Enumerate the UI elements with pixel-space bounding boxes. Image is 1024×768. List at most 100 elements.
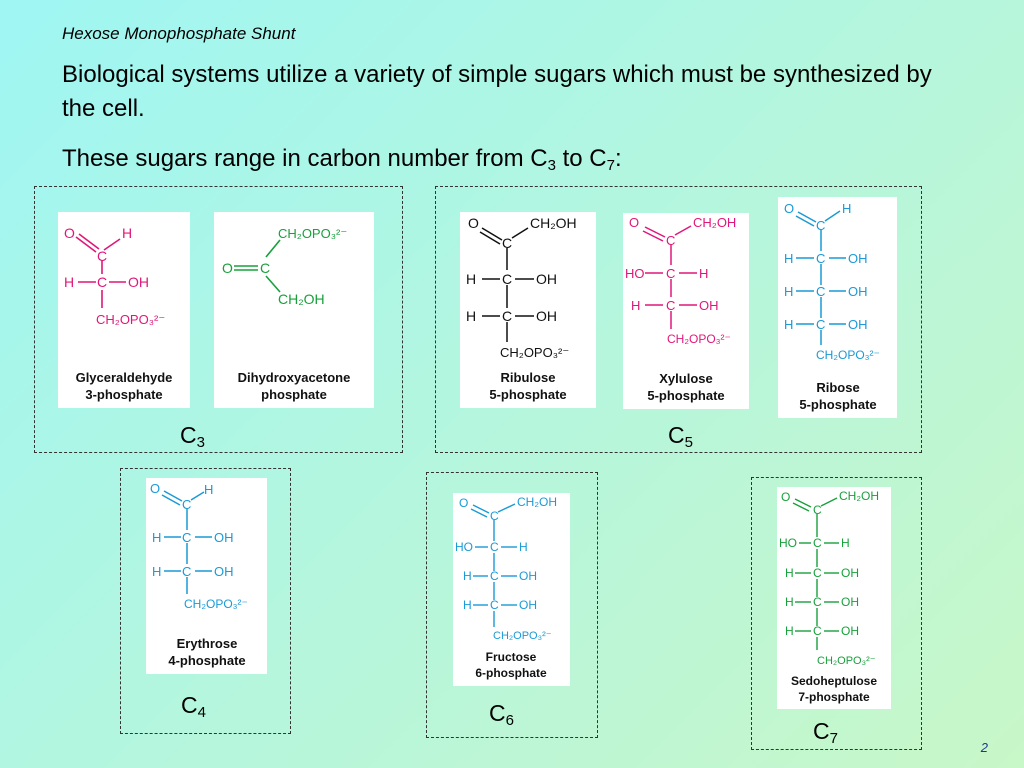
molecule-name: Ribose bbox=[816, 380, 859, 395]
carbonyl-o: O bbox=[784, 201, 794, 216]
phosphate-group: CH₂OPO₃²⁻ bbox=[500, 345, 569, 360]
c5-oh: OH bbox=[519, 598, 537, 612]
c3-oh: OH bbox=[848, 284, 868, 299]
c6-group bbox=[426, 472, 598, 738]
top-phosphate: CH₂OPO₃²⁻ bbox=[278, 226, 347, 241]
intro-paragraph: Biological systems utilize a variety of … bbox=[62, 61, 932, 122]
c3: C bbox=[816, 284, 825, 299]
c4-group bbox=[120, 468, 291, 734]
c3: C bbox=[502, 271, 512, 287]
top-ch2oh: CH₂OH bbox=[693, 215, 736, 230]
c3-ho: HO bbox=[625, 266, 645, 281]
xylulose-structure: O CH₂OH C HO C H H C OH CH₂OPO₃²⁻ Xylulo… bbox=[625, 215, 736, 403]
erythrose-4-phosphate-card: O H C H C OH H C OH CH₂OPO₃²⁻ Erythrose … bbox=[146, 478, 267, 674]
c5-h: H bbox=[785, 595, 794, 609]
c1: C bbox=[816, 218, 825, 233]
molecule-name: Ribulose bbox=[501, 370, 556, 385]
c3-ho: HO bbox=[455, 540, 473, 554]
c3-h: H bbox=[841, 536, 850, 550]
molecule-name-2: 5-phosphate bbox=[647, 388, 724, 403]
c3-h: H bbox=[784, 284, 793, 299]
xylulose-5-phosphate-card: O CH₂OH C HO C H H C OH CH₂OPO₃²⁻ Xylulo… bbox=[623, 213, 749, 409]
c2-oh: OH bbox=[214, 530, 234, 545]
c3: C bbox=[182, 564, 191, 579]
c4: C bbox=[666, 298, 675, 313]
c6: C bbox=[813, 624, 822, 638]
molecule-name-2: 3-phosphate bbox=[85, 387, 162, 402]
c2-h: H bbox=[784, 251, 793, 266]
ribulose-structure: O CH₂OH C H C OH H C OH CH₂OPO₃²⁻ Ribulo… bbox=[466, 215, 577, 402]
c5-group bbox=[435, 186, 922, 453]
bottom-ch2oh: CH₂OH bbox=[278, 291, 325, 307]
carbonyl-o: O bbox=[468, 215, 479, 231]
phosphate-group: CH₂OPO₃²⁻ bbox=[493, 630, 552, 642]
c2: C bbox=[97, 274, 107, 290]
molecule-name-2: 4-phosphate bbox=[168, 653, 245, 668]
range-middle: to C bbox=[555, 145, 607, 172]
aldehyde-h: H bbox=[122, 225, 132, 241]
c3-h: H bbox=[466, 271, 476, 287]
c7-label: C7 bbox=[813, 718, 838, 747]
range-prefix: These sugars range in carbon number from… bbox=[62, 145, 548, 172]
c2: C bbox=[490, 509, 499, 523]
top-ch2oh: CH₂OH bbox=[517, 495, 557, 509]
molecule-name: Glyceraldehyde bbox=[76, 370, 173, 385]
c4-oh: OH bbox=[519, 569, 537, 583]
range-sub-min: 3 bbox=[547, 157, 556, 174]
fructose-structure: O CH₂OH C HO C H H C OH H C OH CH₂OPO₃²⁻… bbox=[455, 495, 557, 680]
c7-group bbox=[751, 477, 922, 750]
c4: C bbox=[490, 569, 499, 583]
c2-h: H bbox=[64, 274, 74, 290]
c2-h: H bbox=[152, 530, 161, 545]
c6-oh: OH bbox=[841, 624, 859, 638]
carbonyl-o: O bbox=[222, 260, 233, 276]
phosphate-group: CH₂OPO₃²⁻ bbox=[817, 655, 876, 667]
molecule-name: Fructose bbox=[486, 650, 537, 664]
c4-oh: OH bbox=[848, 317, 868, 332]
aldehyde-h: H bbox=[842, 201, 851, 216]
sedoheptulose-structure: O CH₂OH C HO C H H C OH H C OH H C OH CH… bbox=[779, 489, 879, 704]
molecule-name-2: 5-phosphate bbox=[489, 387, 566, 402]
phosphate-group: CH₂OPO₃²⁻ bbox=[184, 597, 248, 611]
c5-oh: OH bbox=[841, 595, 859, 609]
molecule-name-2: phosphate bbox=[261, 387, 327, 402]
ribulose-5-phosphate-card: O CH₂OH C H C OH H C OH CH₂OPO₃²⁻ Ribulo… bbox=[460, 212, 596, 408]
c2: C bbox=[260, 260, 270, 276]
c3-oh: OH bbox=[214, 564, 234, 579]
c4-h: H bbox=[466, 308, 476, 324]
phosphate-group: CH₂OPO₃²⁻ bbox=[816, 348, 880, 362]
c6-h: H bbox=[785, 624, 794, 638]
c1: C bbox=[182, 497, 191, 512]
fructose-6-phosphate-card: O CH₂OH C HO C H H C OH H C OH CH₂OPO₃²⁻… bbox=[453, 493, 570, 686]
slide-subtitle: Hexose Monophosphate Shunt bbox=[62, 24, 296, 43]
glyceraldehyde-structure: O H C H C OH CH₂OPO₃²⁻ Glyceraldehyde 3-… bbox=[64, 225, 173, 402]
c4: C bbox=[502, 308, 512, 324]
c3: C bbox=[490, 540, 499, 554]
molecule-name-2: 5-phosphate bbox=[799, 397, 876, 412]
carbonyl-o: O bbox=[459, 496, 468, 510]
c3-oh: OH bbox=[536, 271, 557, 287]
c4-h: H bbox=[463, 569, 472, 583]
c4-oh: OH bbox=[536, 308, 557, 324]
c2-oh: OH bbox=[128, 274, 149, 290]
c2: C bbox=[666, 233, 675, 248]
erythrose-structure: O H C H C OH H C OH CH₂OPO₃²⁻ Erythrose … bbox=[150, 481, 248, 668]
c1: C bbox=[97, 248, 107, 264]
c4-label: C4 bbox=[181, 692, 206, 721]
carbonyl-o: O bbox=[64, 225, 75, 241]
c3: C bbox=[666, 266, 675, 281]
c4-h: H bbox=[784, 317, 793, 332]
phosphate-group: CH₂OPO₃²⁻ bbox=[96, 312, 165, 327]
c2: C bbox=[813, 503, 822, 517]
c5-h: H bbox=[463, 598, 472, 612]
c3-h: H bbox=[152, 564, 161, 579]
c4-h: H bbox=[785, 566, 794, 580]
dihydroxyacetone-structure: CH₂OPO₃²⁻ O C CH₂OH Dihydroxyacetone pho… bbox=[222, 226, 350, 402]
c5: C bbox=[813, 595, 822, 609]
carbonyl-o: O bbox=[781, 490, 790, 504]
c6-label: C6 bbox=[489, 700, 514, 729]
c2: C bbox=[182, 530, 191, 545]
phosphate-group: CH₂OPO₃²⁻ bbox=[667, 332, 731, 346]
molecule-name-2: 6-phosphate bbox=[475, 666, 547, 680]
c4: C bbox=[813, 566, 822, 580]
